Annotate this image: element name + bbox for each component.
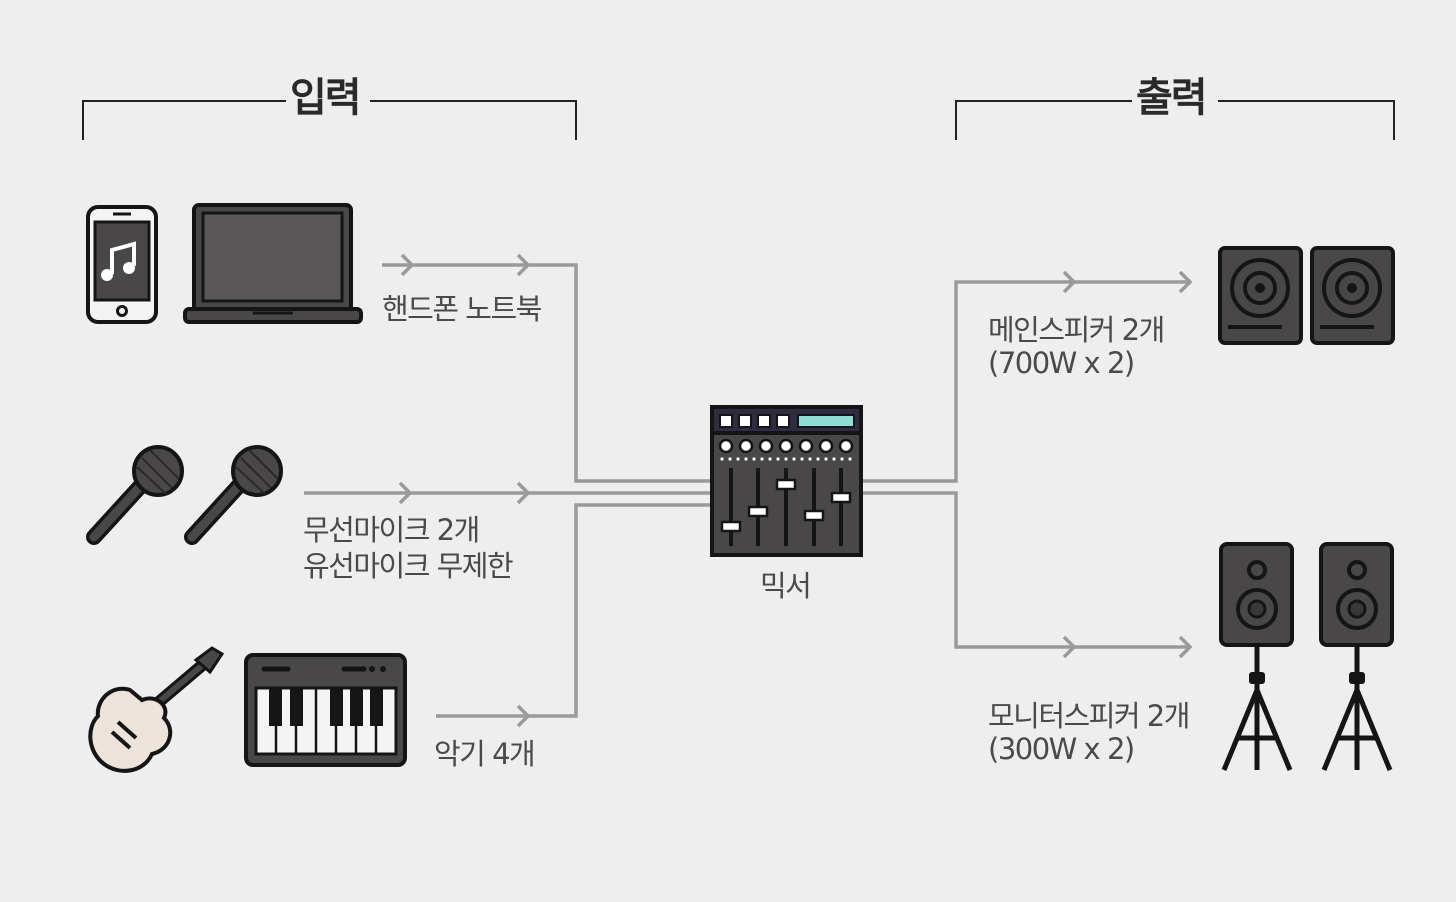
- mics-label-line2: 유선마이크 무제한: [303, 549, 514, 583]
- studio-speaker-icon: [1310, 246, 1395, 345]
- mixer-console-icon: [710, 405, 863, 557]
- monitor-speaker-connector: [862, 491, 1190, 649]
- stand-speaker-icon: [1319, 542, 1394, 771]
- mixer-label: 믹서: [760, 569, 812, 603]
- output-bracket: [955, 100, 1395, 140]
- keyboard-synth-icon: [244, 653, 407, 767]
- smartphone-music-icon: [86, 205, 158, 324]
- electric-guitar-icon: [88, 646, 225, 773]
- input-header: 입력: [286, 75, 364, 121]
- instruments-connector: [436, 503, 712, 718]
- monitor-speakers-label-line1: 모니터스피커 2개: [988, 699, 1190, 733]
- laptop-icon: [183, 203, 363, 324]
- main-speakers-label-line2: (700W x 2): [988, 346, 1135, 380]
- output-header: 출력: [1132, 75, 1210, 121]
- microphone-icon: [184, 445, 283, 545]
- studio-speaker-icon: [1218, 246, 1303, 345]
- main-speakers-label-line1: 메인스피커 2개: [988, 313, 1165, 347]
- stand-speaker-icon: [1219, 542, 1294, 771]
- monitor-speakers-label-line2: (300W x 2): [988, 732, 1135, 766]
- devices-connector: [382, 263, 712, 483]
- input-bracket: [82, 100, 577, 140]
- microphone-icon: [86, 445, 184, 545]
- mics-label-line1: 무선마이크 2개: [303, 513, 480, 547]
- main-speaker-connector: [862, 280, 1190, 483]
- devices-label: 핸드폰 노트북: [382, 292, 542, 326]
- instruments-label: 악기 4개: [434, 737, 536, 771]
- arrow-heads: [398, 253, 1193, 728]
